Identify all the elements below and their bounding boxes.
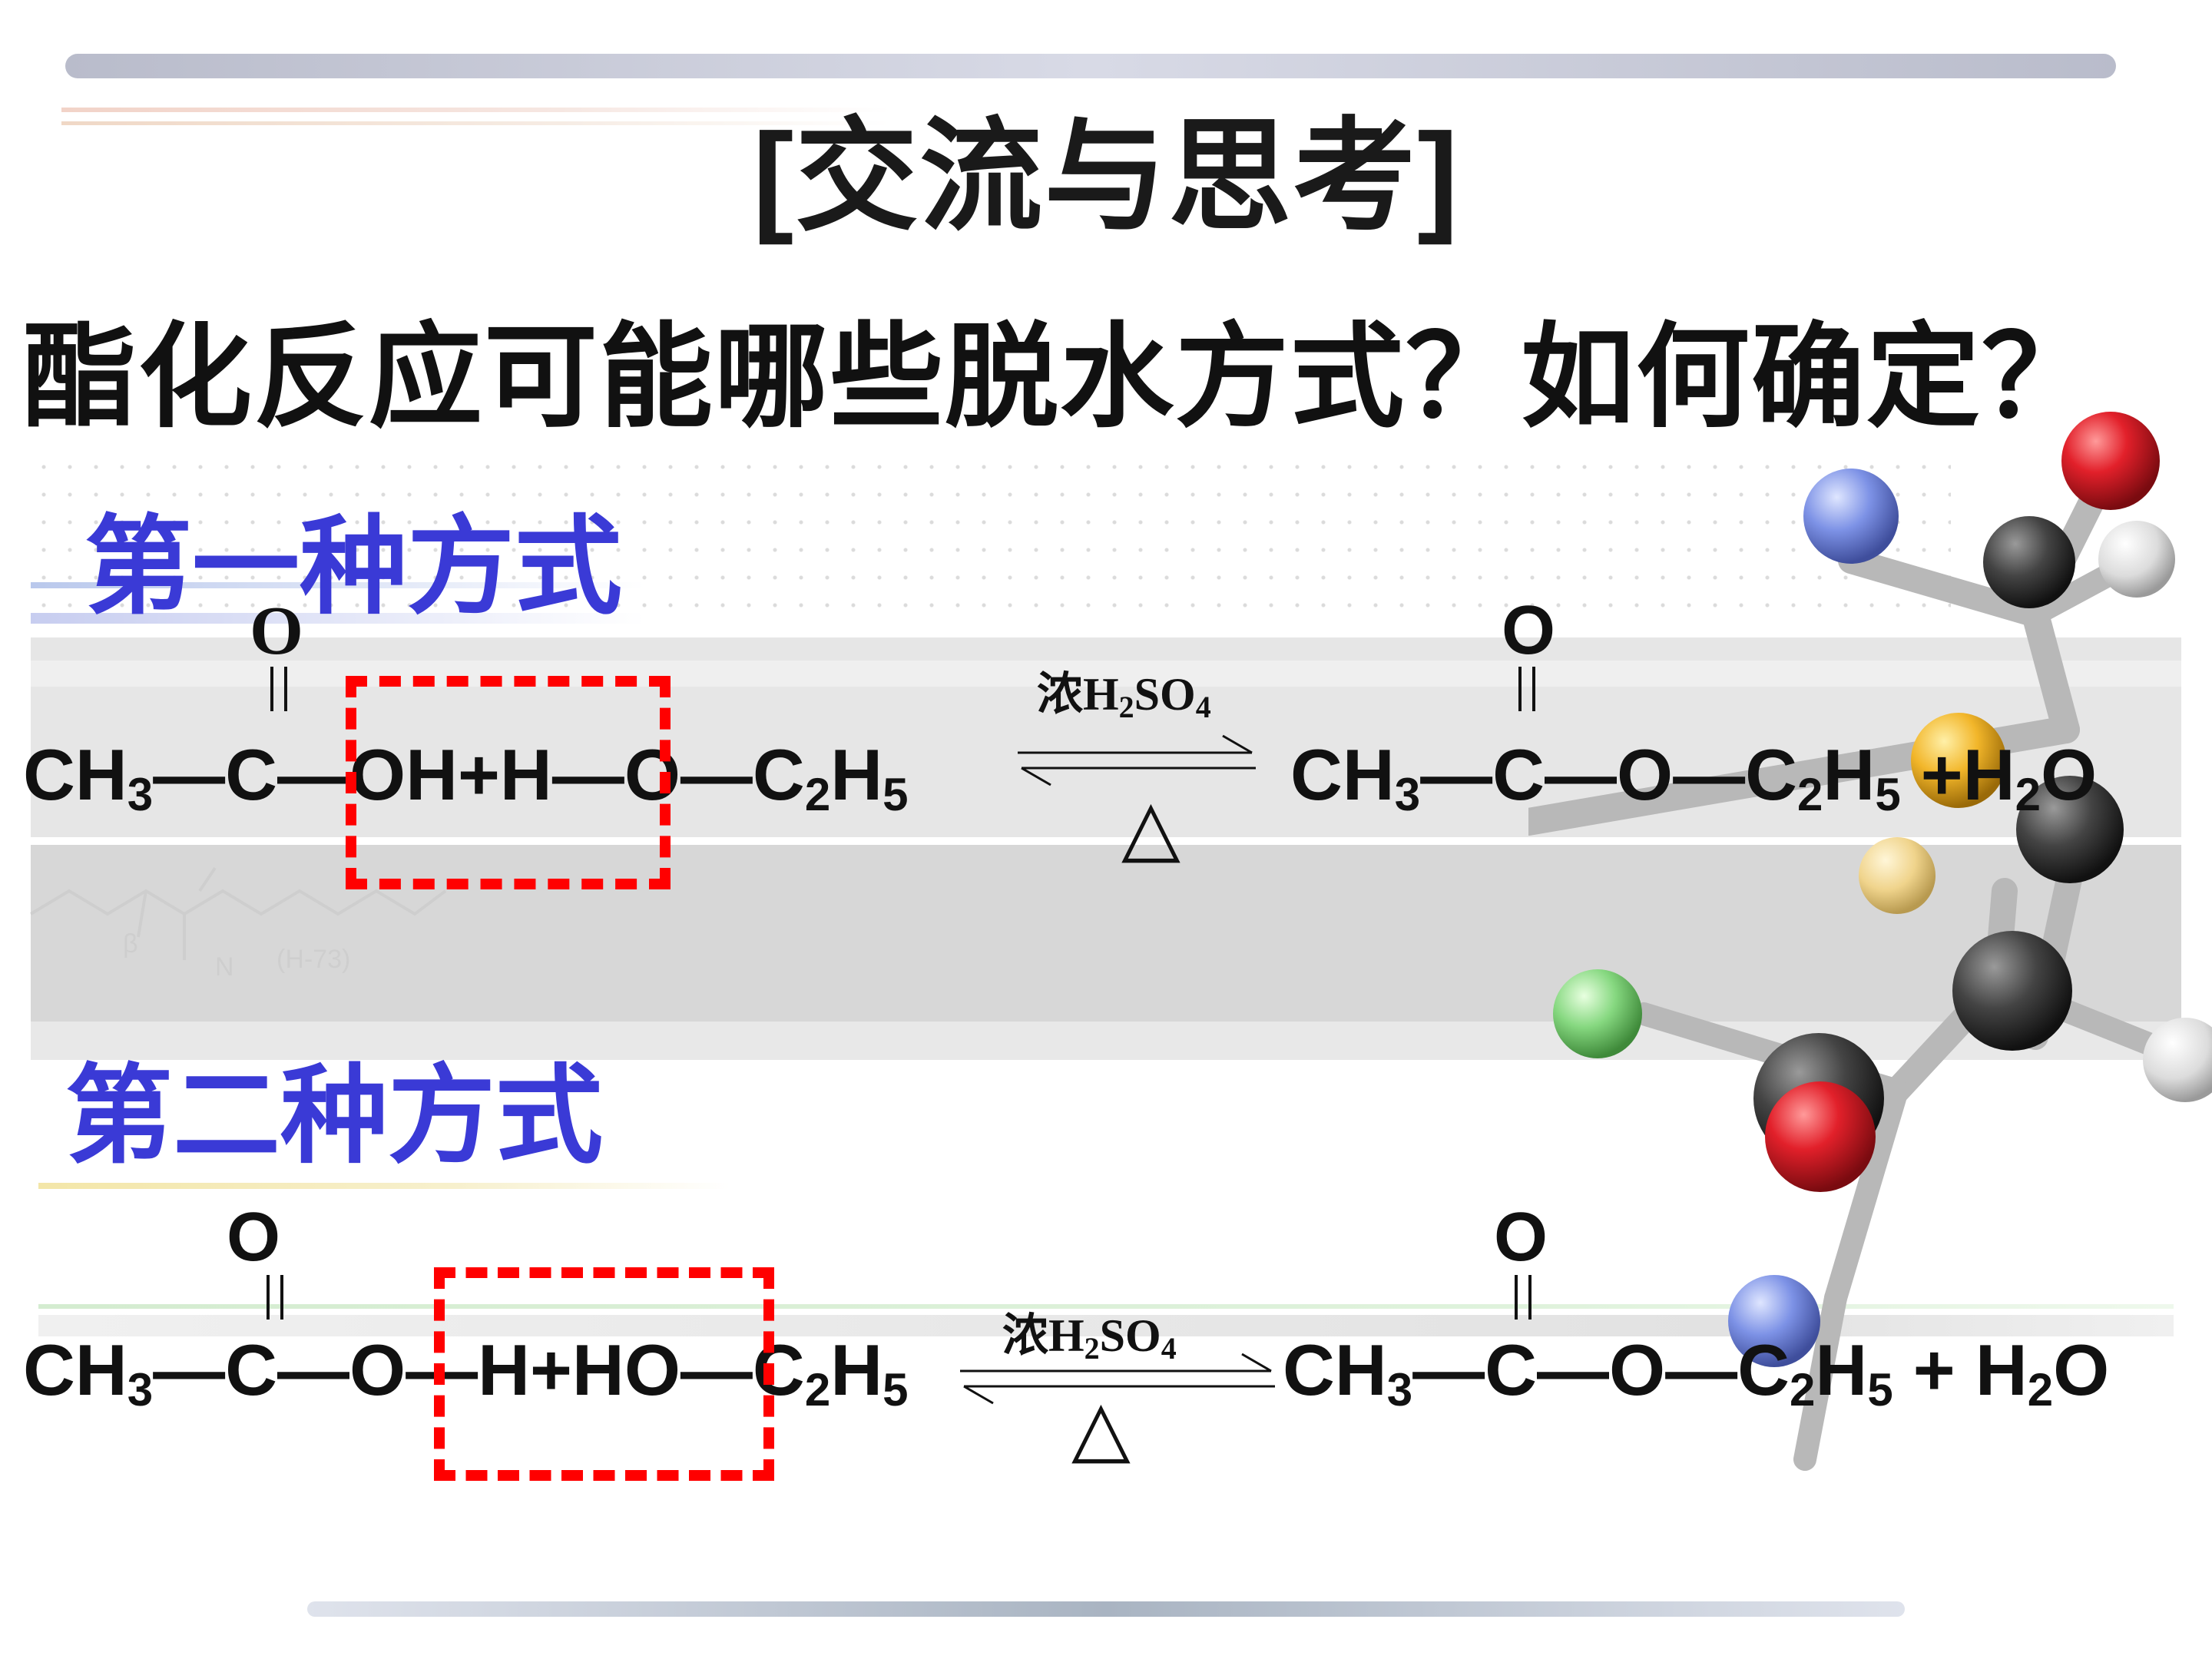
carbonyl-oxygen: O	[227, 1199, 281, 1276]
svg-text:N: N	[215, 952, 234, 982]
dot-pattern	[31, 453, 1951, 630]
decor-stripe	[38, 1183, 730, 1189]
decor-stripe	[38, 1304, 2174, 1309]
product-carbonyl-oxygen: O	[1502, 592, 1556, 669]
reversible-arrow-icon	[1018, 734, 1256, 786]
reaction-condition: 浓H2SO4	[1002, 1310, 1177, 1366]
question-heading: 酯化反应可能哪些脱水方式？如何确定？	[23, 314, 2097, 441]
double-bond	[270, 667, 287, 711]
method-2-reactants: CH3—C—O—H+HO—C2H5	[23, 1330, 909, 1416]
method-1-reactants: CH3—C—OH+H—O—C2H5	[23, 734, 909, 820]
dehydration-highlight-box	[434, 1267, 774, 1481]
method-1-label: 第一种方式	[84, 506, 623, 627]
structure-watermark-icon: β N (H-73)	[29, 866, 447, 982]
reaction-condition: 浓H2SO4	[1037, 669, 1211, 724]
heat-triangle-icon: △	[1121, 784, 1181, 870]
top-decor-line	[61, 121, 891, 125]
svg-text:(H-73): (H-73)	[276, 945, 350, 974]
top-decor-bar	[65, 54, 2116, 78]
carbonyl-oxygen: O	[250, 593, 304, 669]
svg-text:β: β	[123, 929, 138, 959]
method-1-products: CH3—C—O—C2H5 +H2O	[1290, 734, 2098, 820]
method-2-label: 第二种方式	[65, 1055, 604, 1176]
reversible-arrow-icon	[960, 1353, 1275, 1405]
double-bond	[1518, 667, 1535, 711]
slide-title: [交流与思考]	[753, 108, 1460, 245]
dehydration-highlight-box	[346, 676, 671, 889]
method-2-products: CH3—C—O—C2H5 + H2O	[1283, 1330, 2110, 1416]
product-carbonyl-oxygen: O	[1494, 1199, 1548, 1276]
decor-stripe	[31, 613, 645, 624]
double-bond	[267, 1275, 283, 1320]
molecule-model-icon	[1528, 412, 2212, 1471]
bottom-decor-bar	[307, 1601, 1905, 1617]
double-bond	[1515, 1275, 1532, 1320]
gray-band	[31, 845, 2181, 1022]
heat-triangle-icon: △	[1071, 1385, 1131, 1471]
decor-stripe	[31, 582, 645, 588]
top-decor-line	[61, 108, 891, 112]
